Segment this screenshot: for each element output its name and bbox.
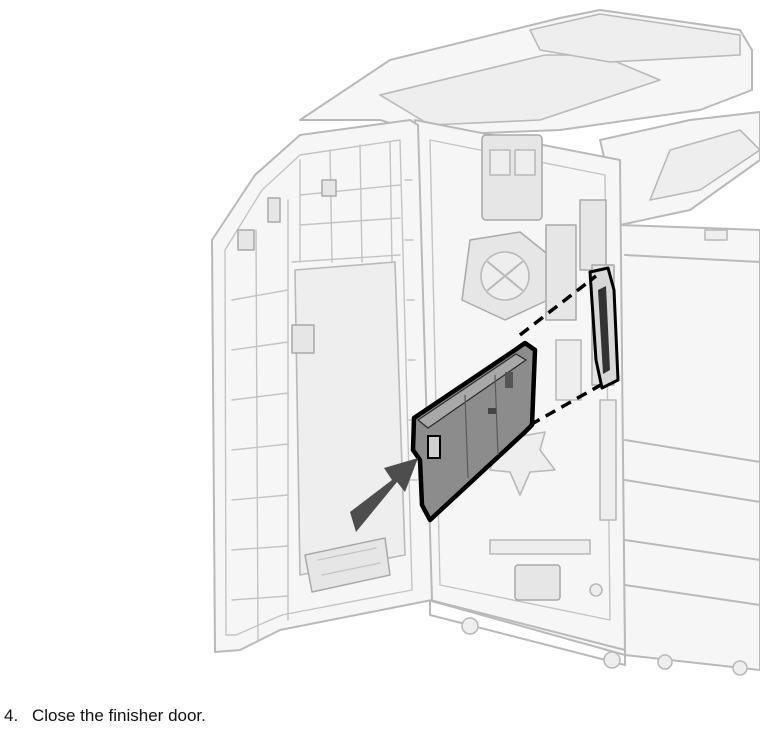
insert-arrow-icon <box>350 458 418 532</box>
finisher-door <box>211 119 433 653</box>
step-text: Close the finisher door. <box>32 706 206 725</box>
finisher-mechanism <box>461 134 617 601</box>
staple-cartridge <box>410 340 538 523</box>
finisher-illustration <box>211 9 760 676</box>
instruction-step: 4. Close the finisher door. <box>4 705 206 727</box>
insertion-guide-lines <box>518 274 607 427</box>
step-number: 4. <box>4 706 19 725</box>
cartridge-slot <box>588 266 620 390</box>
